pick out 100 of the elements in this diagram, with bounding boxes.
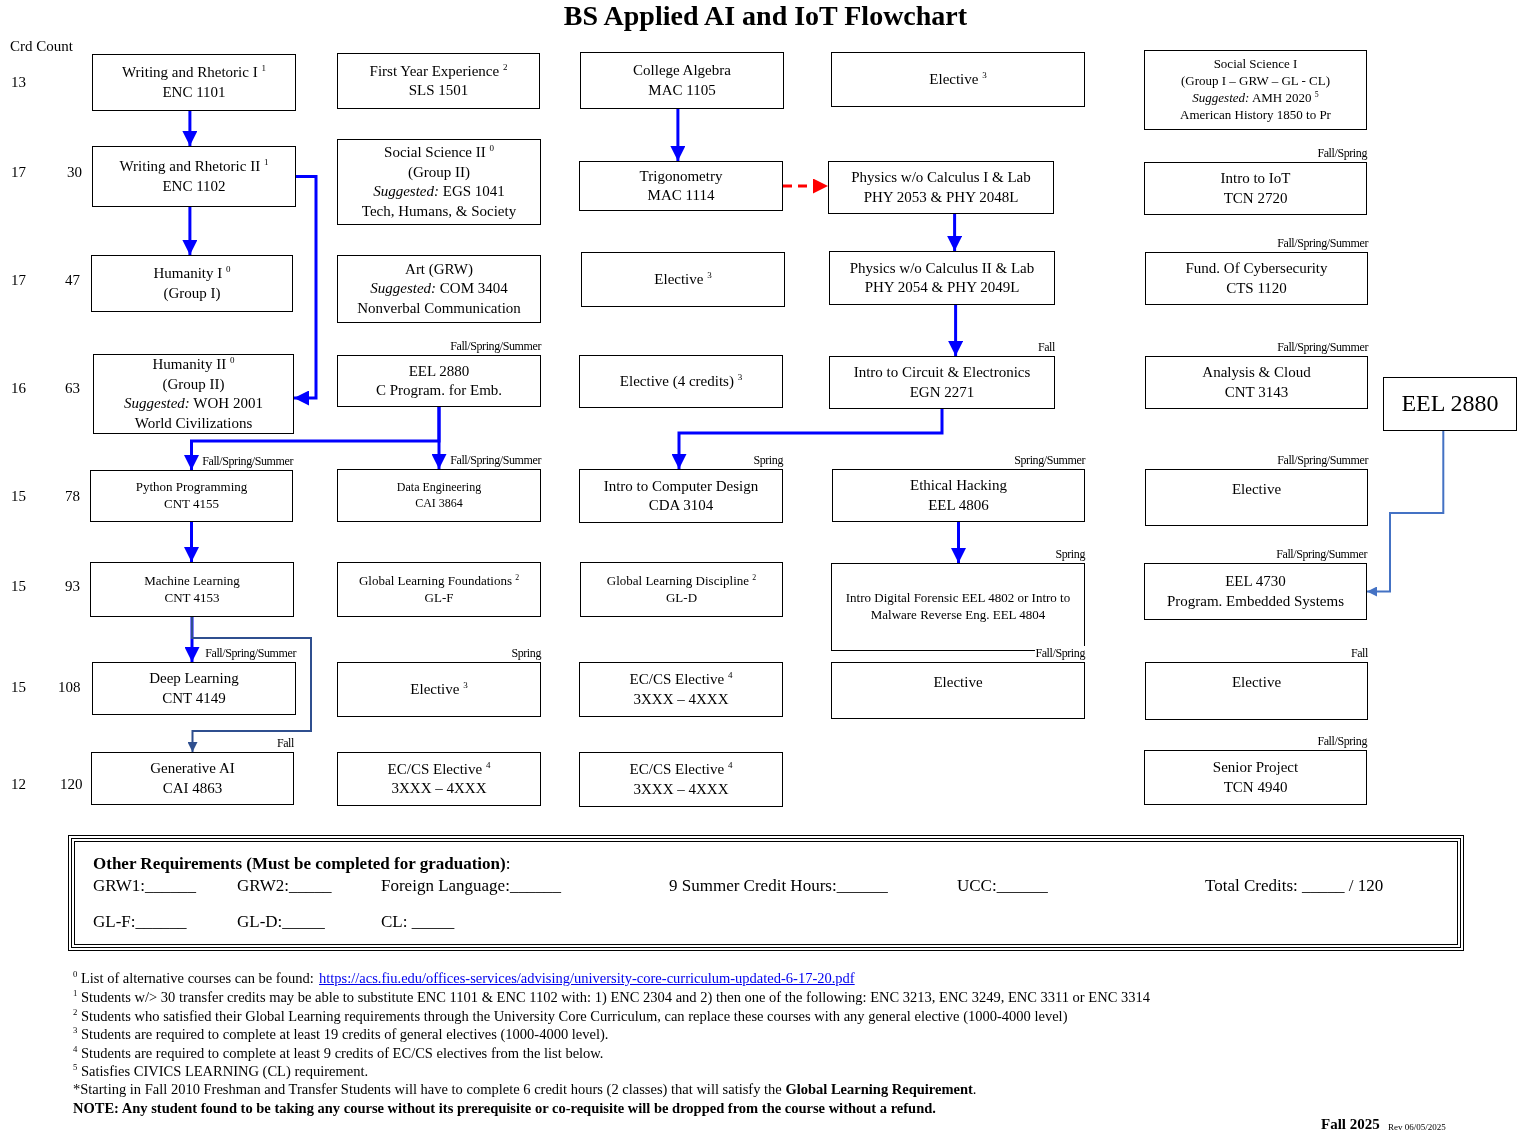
note: NOTE: Any student found to be taking any course without its prerequisite or co-requisite will be dropped from the course without a refund. [73, 1100, 936, 1117]
course-detail: (Group II) [407, 162, 471, 182]
course-box [1144, 563, 1367, 620]
course-detail: CAI 4863 [162, 778, 223, 798]
semester-note: Fall/Spring/Summer [1277, 453, 1368, 468]
course-title: Social Science I [1213, 56, 1298, 74]
credit-count: 63 [65, 380, 80, 397]
course-detail: 3XXX – 4XXX [633, 689, 729, 709]
credit-count: 15 [11, 488, 26, 505]
course-detail: ENC 1101 [162, 82, 226, 102]
course-box [832, 469, 1085, 522]
footnote: $^{2}$ Students who satisfied their Global Learning requirements through the University Core Curriculum, can replace these courses with any general elective (1000-4000 level) [73, 1008, 1068, 1025]
course-title: Intro to Circuit & Electronics [853, 363, 1031, 382]
course-detail: 3XXX – 4XXX [391, 779, 487, 798]
course-box [337, 662, 541, 717]
arrow [951, 522, 966, 563]
course-title: EC/CS Elective $^{4}$ [629, 760, 733, 779]
course-box [828, 161, 1054, 214]
title: BS Applied AI and IoT Flowchart [562, 0, 969, 32]
arrow [947, 214, 963, 251]
arrow [1366, 430, 1445, 597]
credit-count: 47 [65, 272, 80, 289]
course-box [579, 161, 783, 211]
course-detail: MAC 1105 [648, 80, 716, 100]
course-title: Python Programming [135, 479, 248, 496]
fill-in-field: 9 Summer Credit Hours:______ [669, 876, 888, 896]
course-title: Global Learning Foundations $^{2}$ [358, 572, 520, 590]
arrow [670, 109, 686, 161]
footnote: $^{0}$ List of alternative courses can be found: [73, 970, 314, 987]
course-box [579, 752, 783, 807]
course-box [1145, 662, 1368, 720]
course-detail: American History 1850 to Pr [1180, 106, 1331, 124]
fill-in-field: GL-D:_____ [237, 912, 325, 932]
course-detail: CTS 1120 [1226, 278, 1287, 298]
arrow [187, 616, 312, 753]
credit-count: 15 [11, 679, 26, 696]
arrow [184, 617, 200, 662]
credit-count: 120 [60, 776, 83, 793]
course-detail: PHY 2053 & PHY 2048L [863, 187, 1019, 207]
course-title: Deep Learning [149, 669, 239, 688]
course-title: Analysis & Cloud [1202, 363, 1311, 382]
course-detail: World Civilizations [134, 413, 253, 433]
course-title: Physics w/o Calculus I & Lab [851, 168, 1031, 187]
course-box [580, 52, 784, 109]
course-title: Intro Digital Forensic EEL 4802 or Intro to Malware Reverse Eng. EEL 4804 [844, 590, 1072, 624]
course-box [91, 752, 294, 805]
course-title: Humanity I $^{0}$ [153, 264, 231, 283]
semester-note: Spring [753, 453, 783, 468]
fill-in-field: UCC:______ [957, 876, 1048, 896]
course-detail: Program. Embedded Systems [1166, 591, 1345, 611]
arrow [184, 522, 199, 562]
credit-count: 16 [11, 380, 26, 397]
term-label: Fall 2025 [1321, 1116, 1380, 1133]
course-detail: PHY 2054 & PHY 2049L [864, 278, 1020, 297]
column-heading: Crd Count [10, 38, 73, 55]
course-title: Humanity II $^{0}$ [152, 355, 235, 374]
course-title: Physics w/o Calculus II & Lab [849, 258, 1035, 278]
course-title: Elective [933, 673, 983, 692]
course-box [90, 470, 293, 522]
semester-note: Fall/Spring/Summer [1276, 547, 1367, 562]
credit-count: 17 [11, 164, 26, 181]
semester-note: Fall/Spring/Summer [450, 453, 541, 468]
arrow [294, 175, 318, 406]
course-detail: EGN 2271 [909, 382, 975, 402]
course-box [1383, 377, 1517, 431]
course-detail: CNT 3143 [1224, 382, 1289, 402]
semester-note: Spring [1055, 547, 1085, 562]
course-detail: Suggested: WOH 2001 [124, 394, 263, 413]
course-box [1144, 50, 1367, 130]
course-title: Data Engineering [396, 479, 482, 496]
semester-note: Fall/Spring/Summer [202, 454, 293, 469]
course-box [1145, 356, 1368, 409]
course-detail: CNT 4155 [164, 496, 219, 513]
course-title: Social Science II $^{0}$ [384, 143, 494, 162]
course-box [337, 139, 541, 225]
course-detail: SLS 1501 [408, 81, 469, 100]
course-detail: CNT 4153 [164, 589, 220, 607]
course-box [92, 146, 296, 207]
course-detail: (Group II) [162, 374, 225, 394]
course-detail: ENC 1102 [162, 176, 226, 196]
fill-in-field: Foreign Language:______ [381, 876, 561, 896]
course-box [1144, 750, 1367, 805]
credit-count: 30 [67, 164, 82, 181]
credit-count: 17 [11, 272, 26, 289]
course-detail: CNT 4149 [162, 688, 226, 708]
course-detail: GL-D [665, 589, 697, 607]
course-box [91, 255, 293, 312]
course-title: Writing and Rhetoric II $^{1}$ [119, 157, 269, 176]
arrow [671, 409, 944, 469]
footnote: $^{1}$ Students w/> 30 transfer credits may be able to substitute ENC 1101 & ENC 1102 with: 1) ENC 2304 and 2) then one of the following: ENC 3213, ENC 3249, ENC 3311 or ENC 3314 [73, 989, 1150, 1006]
requirements-heading: Other Requirements (Must be completed for graduation): [93, 854, 511, 874]
course-title: Elective [1231, 673, 1282, 692]
course-detail: Suggested: COM 3404 [370, 279, 508, 299]
credit-count: 12 [11, 776, 26, 793]
credit-count: 15 [11, 578, 26, 595]
fill-in-field: GRW2:_____ [237, 876, 332, 896]
course-box [1145, 252, 1368, 305]
course-title: Elective $^{3}$ [410, 679, 468, 699]
arrow [431, 407, 447, 469]
footnote: *Starting in Fall 2010 Freshman and Transfer Students will have to complete 6 credit hours (2 classes) that will satisfy the Global Learning Requirement. [73, 1081, 977, 1098]
